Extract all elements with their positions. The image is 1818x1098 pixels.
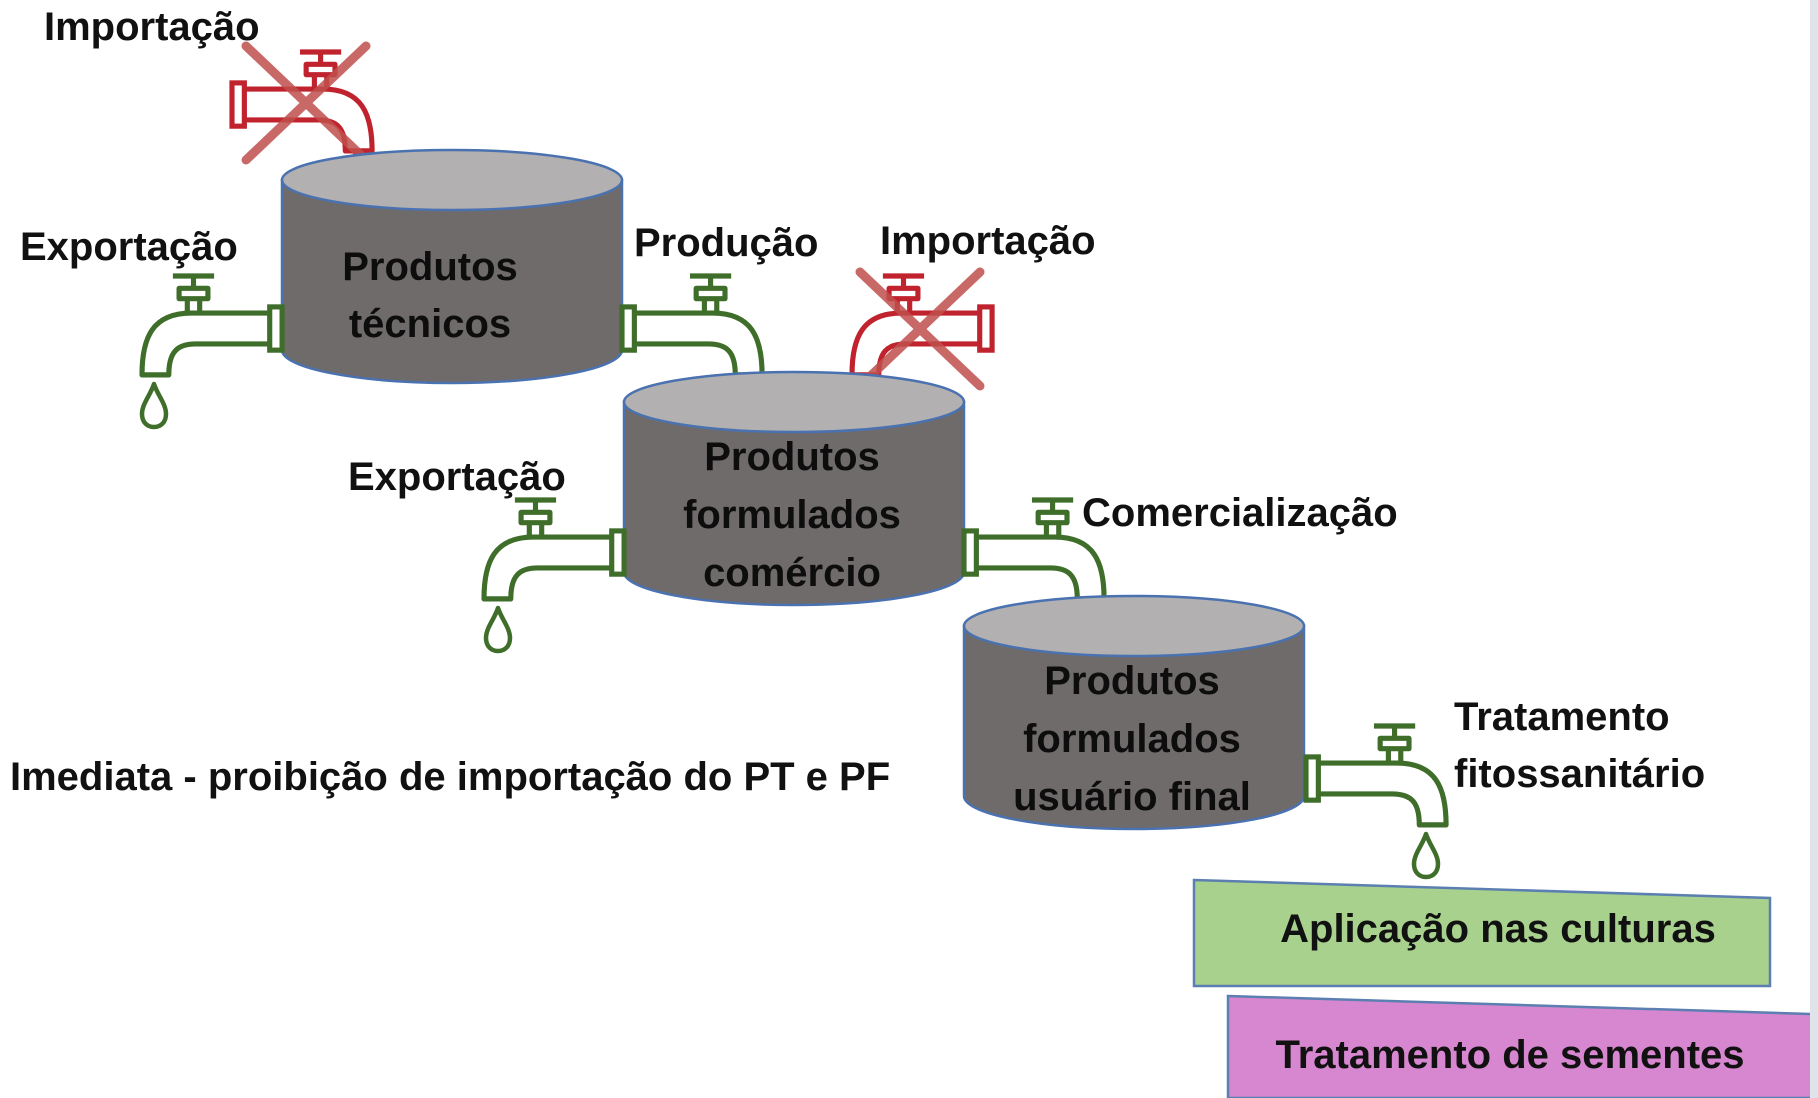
caption-text: Imediata - proibição de importação do PT… [10,755,890,799]
tank-technical-line1: Produtos [342,245,518,289]
box-application: Aplicação nas culturas [1192,878,1772,988]
tank-trade-line3: comércio [703,551,881,595]
faucet-icon [622,276,762,375]
tank-formulated-end-user: Produtos formulados usuário final [962,594,1306,831]
cross-icon [855,267,985,391]
box-seed-treatment: Tratamento de sementes [1226,994,1810,1098]
label-export-2: Exportação [348,455,566,499]
tank-trade-line2: formulados [683,493,901,537]
label-treatment-line2: fitossanitário [1454,752,1705,796]
tank-end-user-line2: formulados [1023,717,1241,761]
tank-end-user-line3: usuário final [1013,775,1251,819]
tank-trade-line1: Produtos [704,435,880,479]
tank-technical-line2: técnicos [349,302,511,346]
drop-icon [1414,834,1438,877]
label-commercialization: Comercialização [1082,491,1398,535]
faucet-icon [484,500,624,599]
tank-end-user-line1: Produtos [1044,659,1220,703]
label-treatment-line1: Tratamento [1454,695,1670,739]
label-production: Produção [634,221,818,265]
label-import-top: Importação [44,5,260,49]
faucet-icon [1306,726,1446,825]
tank-formulated-trade: Produtos formulados comércio [622,370,966,607]
faucet-icon [142,276,282,375]
right-edge-strip [1810,0,1818,1098]
box-application-label: Aplicação nas culturas [1280,907,1716,951]
tank-technical: Produtos técnicos [280,148,624,385]
cross-icon [241,41,371,165]
label-import-mid: Importação [880,219,1096,263]
label-export-1: Exportação [20,225,238,269]
drop-icon [486,608,510,651]
box-seed-treatment-label: Tratamento de sementes [1275,1033,1744,1077]
drop-icon [142,384,166,427]
